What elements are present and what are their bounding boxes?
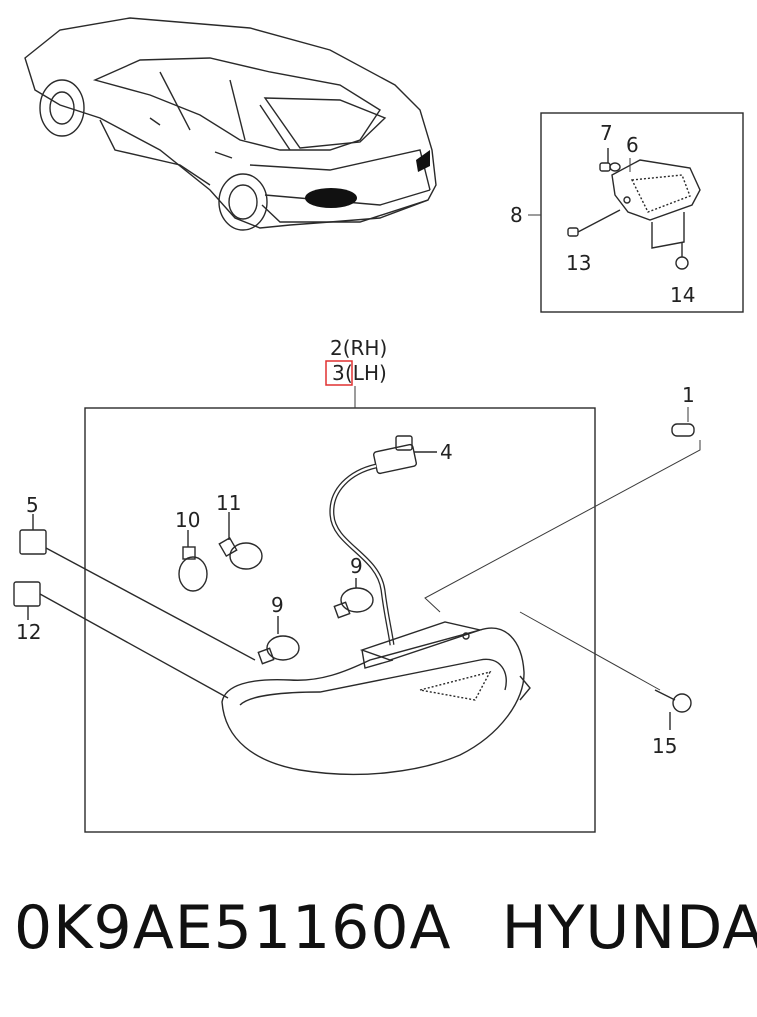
callout-1: 1 — [682, 383, 695, 407]
connector-4 — [373, 435, 437, 475]
callout-13: 13 — [566, 251, 591, 275]
caption: 0K9AE51160A HYUNDAI — [14, 893, 757, 963]
clip-1 — [671, 423, 695, 437]
brand-name: HYUNDAI — [501, 893, 757, 963]
callout-14: 14 — [670, 283, 695, 307]
callout-9-upper: 9 — [350, 554, 363, 578]
callout-10: 10 — [175, 508, 200, 532]
clip-14 — [675, 242, 689, 270]
inset-frame — [540, 112, 744, 313]
tail-lamp-right-highlight — [416, 150, 430, 172]
callout-5: 5 — [26, 493, 39, 517]
leader-15 — [519, 611, 661, 691]
callout-15: 15 — [652, 734, 677, 758]
stop-lamp-assembly — [611, 159, 701, 249]
screw-15 — [654, 689, 692, 730]
callout-3-lh: (LH) — [345, 361, 387, 385]
car-illustration — [24, 17, 437, 231]
callout-2-rh: 2(RH) — [330, 336, 387, 360]
socket-5 — [19, 514, 256, 661]
tail-lamp-left-highlight — [305, 188, 357, 208]
callout-11: 11 — [216, 491, 241, 515]
bulb-7 — [599, 148, 621, 172]
callout-6: 6 — [626, 133, 639, 157]
callout-4: 4 — [440, 440, 453, 464]
callout-12: 12 — [16, 620, 41, 644]
callout-9-lower: 9 — [271, 593, 284, 617]
bulb-11 — [218, 512, 263, 570]
bulb-9-lower — [257, 616, 300, 665]
callout-3-highlight-box — [325, 360, 353, 386]
tail-lamp-body — [221, 621, 531, 776]
screw-13 — [567, 209, 621, 237]
callout-7: 7 — [600, 121, 613, 145]
callout-8: 8 — [510, 203, 523, 227]
leader-1 — [424, 407, 701, 613]
part-number: 0K9AE51160A — [14, 893, 452, 963]
callout-3-num: 3 — [332, 361, 345, 385]
socket-12 — [13, 581, 229, 699]
main-assembly-frame — [84, 407, 596, 833]
bulb-10 — [178, 530, 208, 592]
bulb-9-upper — [333, 578, 374, 619]
